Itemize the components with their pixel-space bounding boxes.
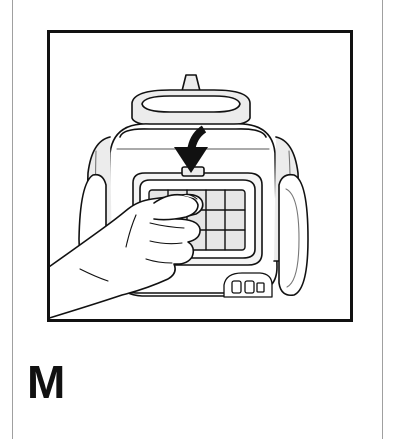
hand-illustration bbox=[50, 195, 203, 320]
step-letter: M bbox=[27, 359, 65, 405]
vacuum-filter-illustration bbox=[50, 33, 350, 319]
instruction-illustration-frame bbox=[47, 30, 353, 322]
bottom-port bbox=[224, 273, 272, 297]
vacuum-right-wheel bbox=[279, 175, 308, 296]
